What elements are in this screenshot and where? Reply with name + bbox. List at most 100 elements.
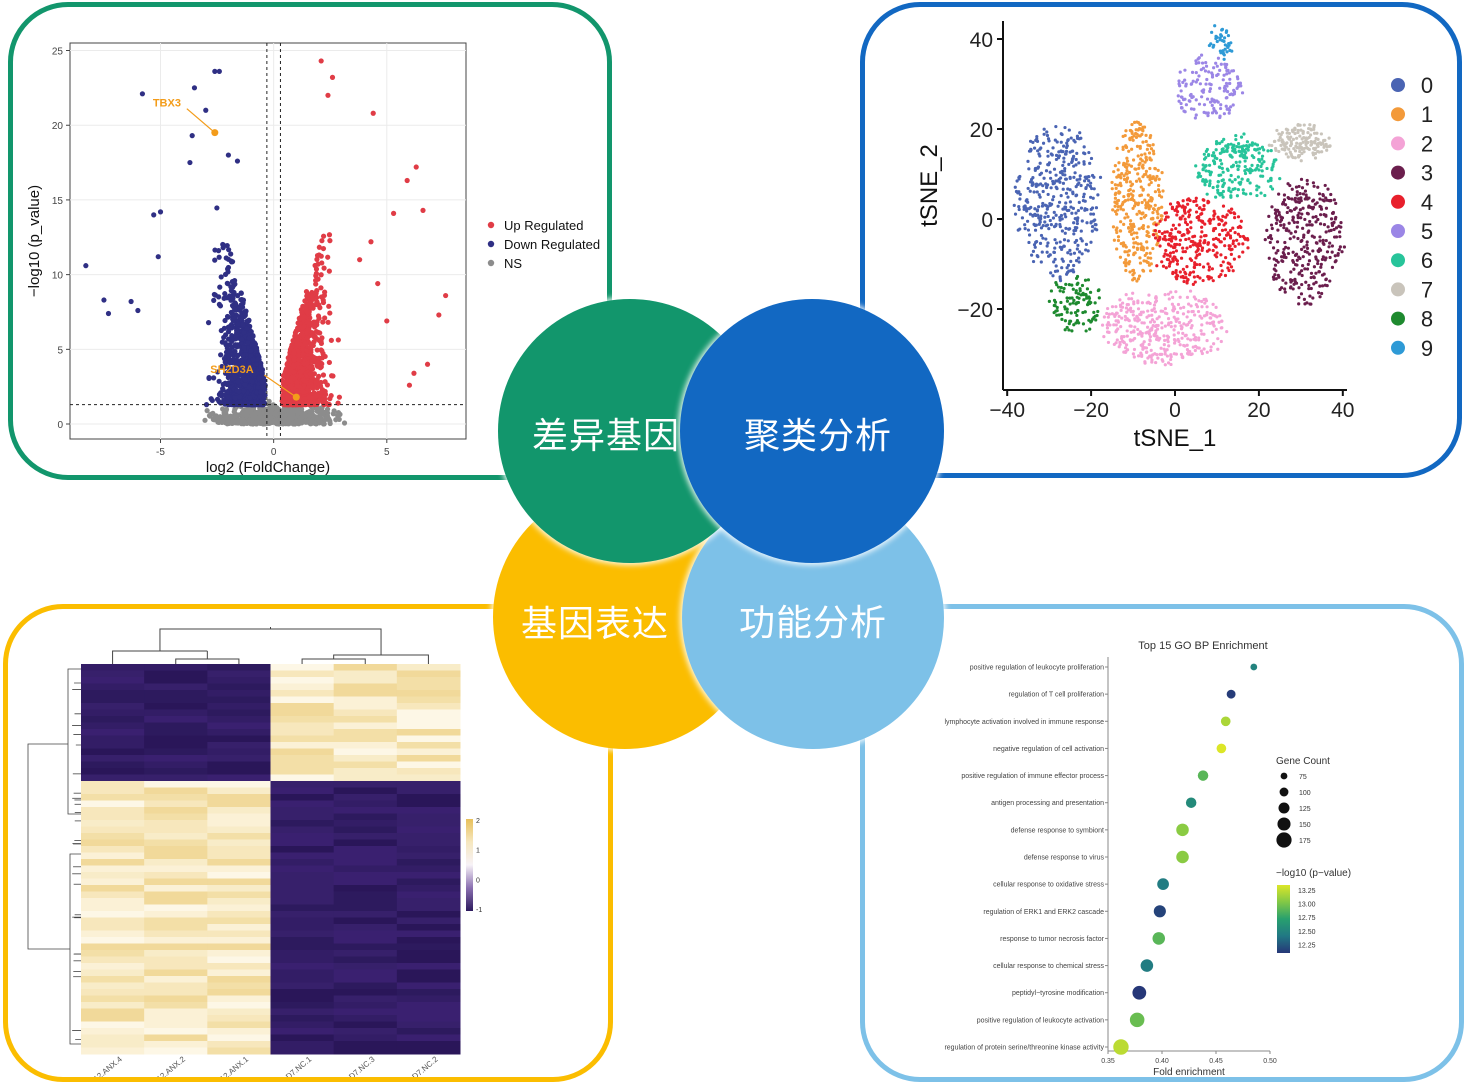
cluster-point xyxy=(1153,310,1157,314)
cluster-point xyxy=(1301,255,1305,259)
cluster-point xyxy=(1174,290,1178,294)
cluster-point xyxy=(1145,325,1150,329)
up-point xyxy=(303,307,309,313)
up-point xyxy=(321,398,327,405)
cluster-point xyxy=(1090,229,1094,233)
down-point xyxy=(222,340,228,346)
cluster-point xyxy=(1246,238,1250,242)
cluster-point xyxy=(1053,257,1057,261)
down-point xyxy=(217,284,223,290)
cluster-point xyxy=(1156,183,1161,188)
x-tick-label: 5 xyxy=(384,447,390,458)
cluster-point xyxy=(1156,238,1160,242)
cluster-point xyxy=(1028,212,1033,216)
down-point xyxy=(246,318,252,324)
cluster-point xyxy=(1030,181,1034,185)
cluster-point xyxy=(1141,269,1146,273)
cluster-point xyxy=(1079,183,1083,188)
cluster-point xyxy=(1151,246,1155,251)
cluster-point xyxy=(1217,233,1222,237)
cluster-point xyxy=(1117,345,1121,349)
down-point xyxy=(236,388,242,395)
cluster-point xyxy=(1179,95,1184,99)
cluster-point xyxy=(1044,169,1049,173)
cluster-point xyxy=(1338,230,1342,234)
cluster-point xyxy=(1046,163,1051,167)
down-point xyxy=(259,379,265,385)
cluster-point xyxy=(1027,233,1032,237)
cluster-point xyxy=(1060,257,1064,261)
up-point xyxy=(300,351,306,358)
up-point xyxy=(424,361,431,367)
cluster-point xyxy=(1073,217,1077,221)
cluster-point xyxy=(1067,227,1072,231)
x-tick-label: -5 xyxy=(156,447,165,458)
cluster-point xyxy=(1117,314,1121,318)
cluster-point xyxy=(1131,291,1135,295)
cluster-point xyxy=(1128,324,1132,328)
cluster-point xyxy=(1172,305,1176,309)
cluster-point xyxy=(1163,324,1167,328)
cluster-point xyxy=(1214,305,1218,309)
cluster-point xyxy=(1207,265,1212,269)
cluster-point xyxy=(1183,68,1187,72)
cluster-point xyxy=(1078,177,1082,181)
cluster-point xyxy=(1193,116,1197,120)
cluster-point xyxy=(1295,220,1300,224)
cluster-point xyxy=(1185,351,1190,356)
cluster-point xyxy=(1188,271,1193,275)
ns-point xyxy=(331,408,337,414)
down-point xyxy=(229,311,235,317)
cluster-point xyxy=(1281,278,1285,282)
cluster-point xyxy=(1222,89,1226,93)
cluster-point xyxy=(1289,270,1293,274)
cluster-point xyxy=(1059,149,1063,153)
cluster-point xyxy=(1048,218,1052,223)
cluster-point xyxy=(1182,343,1186,348)
cluster-point xyxy=(1279,218,1284,222)
cluster-point xyxy=(1038,241,1043,245)
cluster-point xyxy=(1049,223,1053,227)
cluster-point xyxy=(1181,267,1185,271)
cluster-point xyxy=(1153,228,1158,233)
up-point xyxy=(300,316,306,322)
cluster-point xyxy=(1306,262,1310,266)
cluster-point xyxy=(1326,187,1330,191)
cluster-point xyxy=(1213,314,1217,318)
cluster-point xyxy=(1225,69,1229,73)
up-point xyxy=(314,347,320,353)
cluster-point xyxy=(1157,206,1161,210)
cluster-point xyxy=(1246,246,1250,250)
up-point xyxy=(325,92,331,98)
ns-point xyxy=(223,409,229,415)
cluster-point xyxy=(1074,211,1078,215)
cluster-point xyxy=(1136,301,1140,305)
cluster-point xyxy=(1172,315,1176,319)
cluster-point xyxy=(1041,141,1046,145)
cluster-point xyxy=(1324,238,1328,243)
cluster-point xyxy=(1218,115,1222,120)
cluster-point xyxy=(1130,130,1134,134)
cluster-point xyxy=(1015,179,1019,183)
cluster-point xyxy=(1186,229,1190,233)
cluster-point xyxy=(1297,302,1301,306)
cluster-point xyxy=(1141,347,1145,351)
ns-point xyxy=(311,415,317,421)
cluster-point xyxy=(1212,217,1216,221)
up-point xyxy=(286,357,292,363)
cluster-point xyxy=(1124,258,1128,262)
ns-point xyxy=(295,410,301,417)
cluster-point xyxy=(1045,185,1049,190)
cluster-point xyxy=(1018,197,1022,201)
cluster-point xyxy=(1314,220,1318,224)
cluster-point xyxy=(1056,204,1060,208)
down-point xyxy=(220,241,226,248)
cluster-point xyxy=(1136,172,1140,176)
cluster-point xyxy=(1171,259,1175,263)
cluster-point xyxy=(1212,106,1216,111)
down-point xyxy=(83,263,89,269)
cluster-point xyxy=(1309,223,1313,227)
up-point xyxy=(307,371,314,377)
cluster-point xyxy=(1155,264,1159,268)
cluster-point xyxy=(1121,147,1125,152)
